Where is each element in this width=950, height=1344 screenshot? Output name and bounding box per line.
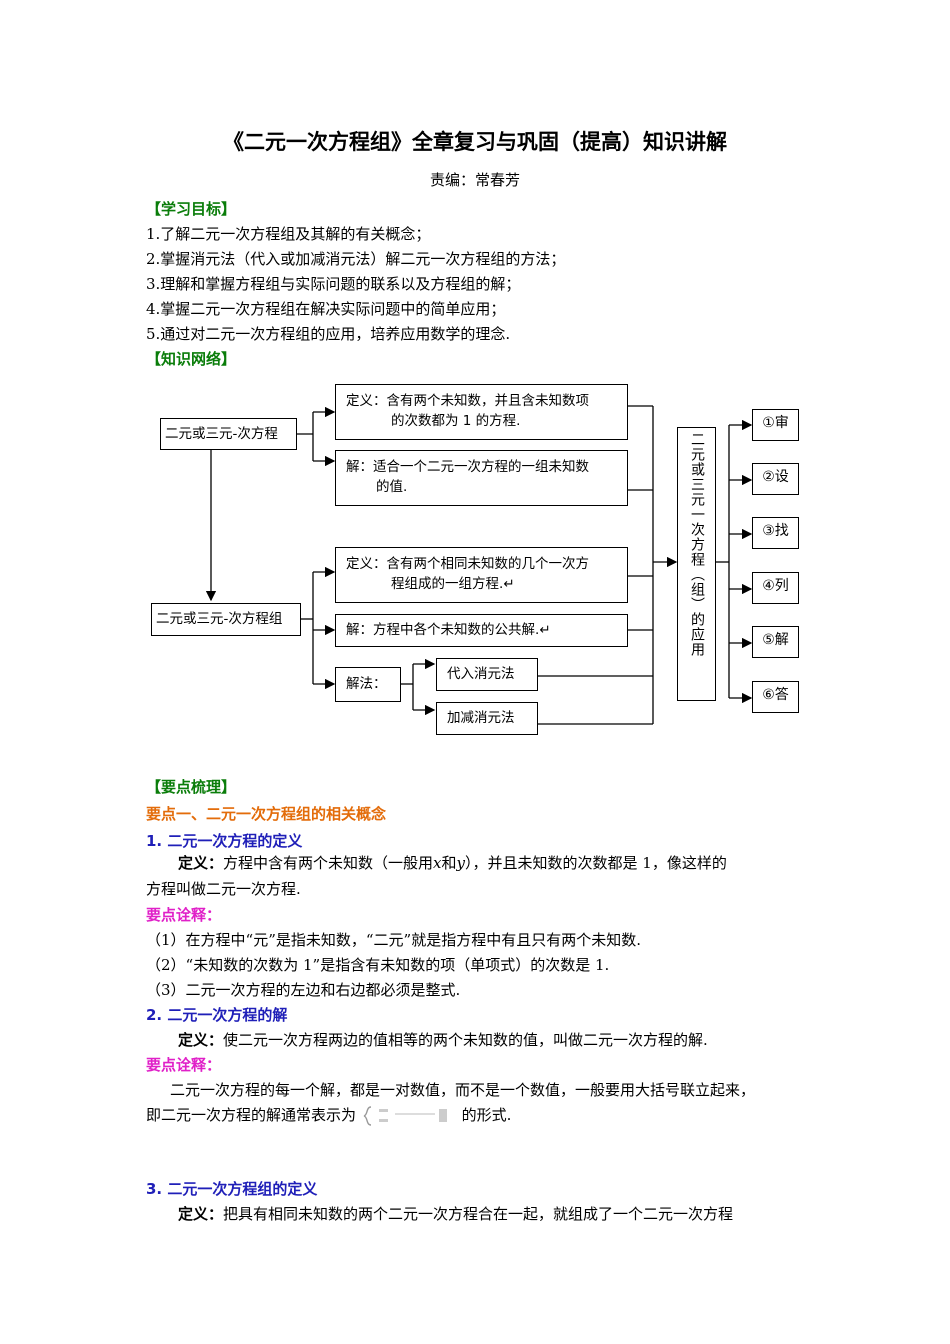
variable-x: x	[433, 854, 442, 872]
goal-item: 2.掌握消元法（代入或加减消元法）解二元一次方程组的方法；	[146, 250, 566, 268]
definition-text: 把具有相同未知数的两个二元一次方程合在一起，就组成了一个二元一次方程	[223, 1205, 734, 1223]
points-heading: 【要点梳理】	[146, 778, 237, 796]
explain-label: 要点诠释：	[146, 1056, 222, 1074]
equation-solution-line: 解：适合一个二元一次方程的一组未知数	[346, 459, 589, 475]
step-label: ③找	[762, 523, 789, 539]
equation-solution-box: 解：适合一个二元一次方程的一组未知数 的值.	[335, 450, 628, 506]
and-text: 和	[441, 854, 457, 872]
system-box: 二元或三元-次方程组	[151, 603, 301, 636]
step-label: ⑤解	[762, 632, 789, 648]
addition-method-box: 加减消元法	[436, 702, 538, 735]
step-box: ③找	[752, 517, 799, 549]
substitution-method-box: 代入消元法	[436, 658, 538, 691]
editor-credit: 责编：常春芳	[429, 171, 520, 189]
equation-box: 二元或三元-次方程	[160, 418, 297, 450]
substitution-method-label: 代入消元法	[447, 666, 515, 682]
definition-text: 方程中含有两个未知数（一般用	[223, 854, 434, 872]
goal-item: 1.了解二元一次方程组及其解的有关概念；	[146, 225, 431, 243]
note-item: （3）二元一次方程的左边和右边都必须是整式.	[146, 981, 461, 999]
solution-formula-image	[361, 1106, 457, 1126]
step-box: ⑤解	[752, 626, 799, 658]
equation-definition-line: 的次数都为 1 的方程.	[391, 413, 521, 429]
method-box: 解法：	[335, 667, 401, 702]
note-item: （2）“未知数的次数为 1”是指含有未知数的项（单项式）的次数是 1.	[146, 956, 610, 974]
definition-label: 定义：	[178, 1205, 224, 1223]
method-label: 解法：	[346, 676, 387, 692]
addition-method-label: 加减消元法	[447, 710, 515, 726]
section-1-definition-cont: 方程叫做二元一次方程.	[146, 880, 301, 898]
step-box: ②设	[752, 463, 799, 495]
equation-definition-box: 定义：含有两个未知数，并且含未知数项 的次数都为 1 的方程.	[335, 384, 628, 440]
explain-text: 的形式.	[461, 1106, 512, 1124]
variable-y: y	[456, 854, 465, 872]
section-2-title: 2. 二元一次方程的解	[146, 1006, 288, 1024]
explain-label: 要点诠释：	[146, 906, 222, 924]
definition-text: ），并且未知数的次数都是 1，像这样的	[465, 854, 727, 872]
step-label: ⑥答	[762, 687, 789, 703]
system-solution-box: 解：方程中各个未知数的公共解.↵	[335, 614, 628, 647]
equation-definition-line: 定义：含有两个未知数，并且含未知数项	[346, 393, 589, 409]
section-1-title: 1. 二元一次方程的定义	[146, 832, 303, 850]
section-2-definition: 定义：使二元一次方程两边的值相等的两个未知数的值，叫做二元一次方程的解.	[178, 1029, 708, 1050]
step-box: ①审	[752, 409, 799, 441]
step-box: ⑥答	[752, 681, 799, 713]
system-definition-line: 程组成的一组方程.↵	[391, 576, 515, 592]
step-label: ④列	[762, 578, 789, 594]
section-2-explain-line: 二元一次方程的每一个解，都是一对数值，而不是一个数值，一般要用大括号联立起来，	[170, 1081, 756, 1099]
section-2-explain-line: 即二元一次方程的解通常表示为 的形式.	[146, 1104, 512, 1126]
system-solution-label: 解：方程中各个未知数的公共解.↵	[346, 622, 551, 638]
definition-label: 定义：	[178, 1031, 224, 1049]
step-label: ①审	[762, 415, 789, 431]
system-definition-line: 定义：含有两个相同未知数的几个一次方	[346, 556, 589, 572]
goal-item: 5.通过对二元一次方程组的应用，培养应用数学的理念.	[146, 325, 511, 343]
system-box-label: 二元或三元-次方程组	[156, 611, 283, 627]
note-item: （1）在方程中“元”是指未知数，“二元”就是指方程中有且只有两个未知数.	[146, 931, 641, 949]
section-3-definition: 定义：把具有相同未知数的两个二元一次方程合在一起，就组成了一个二元一次方程	[178, 1203, 733, 1224]
definition-label: 定义：	[178, 854, 224, 872]
step-box: ④列	[752, 572, 799, 604]
page-title: 《二元一次方程组》全章复习与巩固（提高）知识讲解	[223, 130, 727, 154]
application-label: 二元或三元一次方程（组）的应用	[689, 432, 705, 657]
goals-heading: 【学习目标】	[146, 200, 237, 218]
definition-text: 使二元一次方程两边的值相等的两个未知数的值，叫做二元一次方程的解.	[223, 1031, 708, 1049]
explain-text: 即二元一次方程的解通常表示为	[146, 1106, 357, 1124]
equation-solution-line: 的值.	[376, 479, 408, 495]
point-one-heading: 要点一、二元一次方程组的相关概念	[146, 805, 387, 823]
section-3-title: 3. 二元一次方程组的定义	[146, 1180, 318, 1198]
step-label: ②设	[762, 469, 789, 485]
network-connectors	[205, 405, 753, 725]
application-box: 二元或三元一次方程（组）的应用	[677, 427, 716, 701]
network-heading: 【知识网络】	[146, 350, 237, 368]
equation-box-label: 二元或三元-次方程	[165, 426, 278, 442]
system-definition-box: 定义：含有两个相同未知数的几个一次方 程组成的一组方程.↵	[335, 547, 628, 603]
goal-item: 3.理解和掌握方程组与实际问题的联系以及方程组的解；	[146, 275, 521, 293]
section-1-definition: 定义：方程中含有两个未知数（一般用x和y），并且未知数的次数都是 1，像这样的	[178, 852, 727, 873]
goal-item: 4.掌握二元一次方程组在解决实际问题中的简单应用；	[146, 300, 506, 318]
